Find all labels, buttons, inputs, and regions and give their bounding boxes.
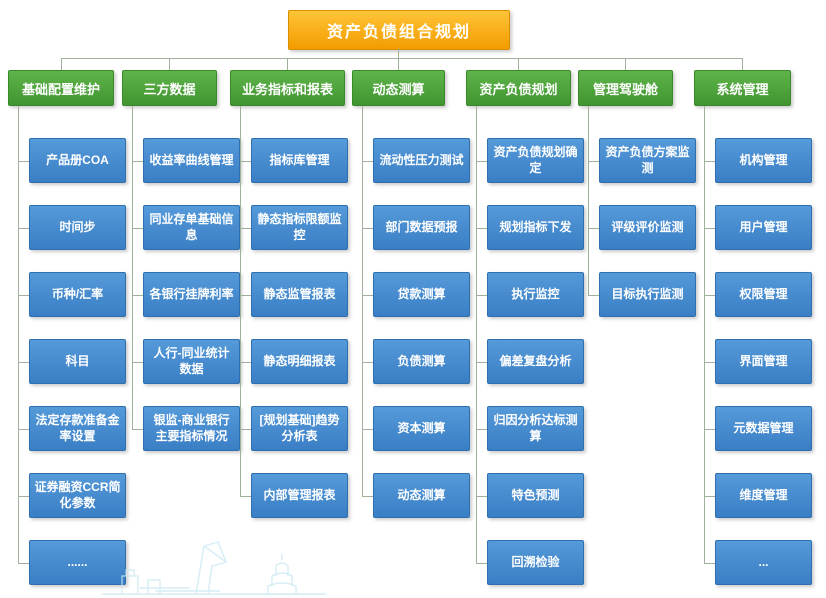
node-item: 币种/汇率 — [18, 272, 126, 317]
category-header: 资产负债规划 — [466, 70, 571, 106]
node-item: 各银行挂牌利率 — [132, 272, 240, 317]
node-item: 收益率曲线管理 — [132, 138, 240, 183]
branch-connector-line — [132, 106, 133, 429]
node-item: 归因分析达标测算 — [476, 406, 584, 451]
node-item: 回溯检验 — [476, 540, 584, 585]
branch-business-indicators: 业务指标和报表 指标库管理 静态指标限额监控 静态监管报表 静态明细报表 [规划… — [230, 70, 350, 598]
node-item: 界面管理 — [704, 339, 812, 384]
branch-basic-config: 基础配置维护 产品册COA 时间步 币种/汇率 科目 法定存款准备金率设置 证券… — [8, 70, 128, 598]
node-item: 机构管理 — [704, 138, 812, 183]
node-item: 权限管理 — [704, 272, 812, 317]
category-header: 基础配置维护 — [8, 70, 114, 106]
branch-alm-planning: 资产负债规划 资产负债规划确定 规划指标下发 执行监控 偏差复盘分析 归因分析达… — [466, 70, 586, 598]
connector-bus-line — [61, 58, 742, 59]
node-item: 人行-同业统计数据 — [132, 339, 240, 384]
category-header: 管理驾驶舱 — [578, 70, 673, 106]
category-header: 动态测算 — [352, 70, 445, 106]
branch-connector-line — [704, 106, 705, 563]
node-item: 执行监控 — [476, 272, 584, 317]
node-item: 静态明细报表 — [240, 339, 348, 384]
node-item: 时间步 — [18, 205, 126, 250]
node-item: ...... — [18, 540, 126, 585]
branch-connector-line — [18, 106, 19, 563]
branch-management-cockpit: 管理驾驶舱 资产负债方案监测 评级评价监测 目标执行监测 — [578, 70, 698, 598]
node-item: 法定存款准备金率设置 — [18, 406, 126, 451]
node-item: 偏差复盘分析 — [476, 339, 584, 384]
node-item: [规划基础]趋势分析表 — [240, 406, 348, 451]
connector-root-stub — [398, 48, 399, 58]
connector-stub — [518, 58, 519, 70]
node-item: 贷款测算 — [362, 272, 470, 317]
node-item: 同业存单基础信息 — [132, 205, 240, 250]
node-item: 资本测算 — [362, 406, 470, 451]
branch-system-management: 系统管理 机构管理 用户管理 权限管理 界面管理 元数据管理 维度管理 ... — [694, 70, 814, 598]
node-item: 内部管理报表 — [240, 473, 348, 518]
branch-connector-line — [240, 106, 241, 496]
node-item: 流动性压力测试 — [362, 138, 470, 183]
node-item: 评级评价监测 — [588, 205, 696, 250]
branch-connector-line — [362, 106, 363, 496]
branch-dynamic-calculation: 动态测算 流动性压力测试 部门数据预报 贷款测算 负债测算 资本测算 动态测算 — [352, 70, 472, 598]
category-header: 业务指标和报表 — [230, 70, 345, 106]
connector-stub — [61, 58, 62, 70]
node-item: 元数据管理 — [704, 406, 812, 451]
node-item: 用户管理 — [704, 205, 812, 250]
category-header: 系统管理 — [694, 70, 791, 106]
node-item: 科目 — [18, 339, 126, 384]
node-item: 资产负债规划确定 — [476, 138, 584, 183]
node-item: 静态指标限额监控 — [240, 205, 348, 250]
node-item: 动态测算 — [362, 473, 470, 518]
category-header: 三方数据 — [122, 70, 217, 106]
connector-stub — [625, 58, 626, 70]
branch-connector-line — [476, 106, 477, 563]
node-item: 部门数据预报 — [362, 205, 470, 250]
node-item: 特色预测 — [476, 473, 584, 518]
node-item: 规划指标下发 — [476, 205, 584, 250]
connector-stub — [398, 58, 399, 70]
root-node: 资产负债组合规划 — [288, 10, 510, 50]
connector-stub — [169, 58, 170, 70]
node-item: 指标库管理 — [240, 138, 348, 183]
node-item: 负债测算 — [362, 339, 470, 384]
node-item: 静态监管报表 — [240, 272, 348, 317]
node-item: 银监-商业银行主要指标情况 — [132, 406, 240, 451]
branch-third-party-data: 三方数据 收益率曲线管理 同业存单基础信息 各银行挂牌利率 人行-同业统计数据 … — [122, 70, 242, 598]
branch-connector-line — [588, 106, 589, 295]
node-item: 证券融资CCR简化参数 — [18, 473, 126, 518]
node-item: ... — [704, 540, 812, 585]
node-item: 目标执行监测 — [588, 272, 696, 317]
connector-stub — [742, 58, 743, 70]
node-item: 产品册COA — [18, 138, 126, 183]
node-item: 资产负债方案监测 — [588, 138, 696, 183]
node-item: 维度管理 — [704, 473, 812, 518]
connector-stub — [287, 58, 288, 70]
